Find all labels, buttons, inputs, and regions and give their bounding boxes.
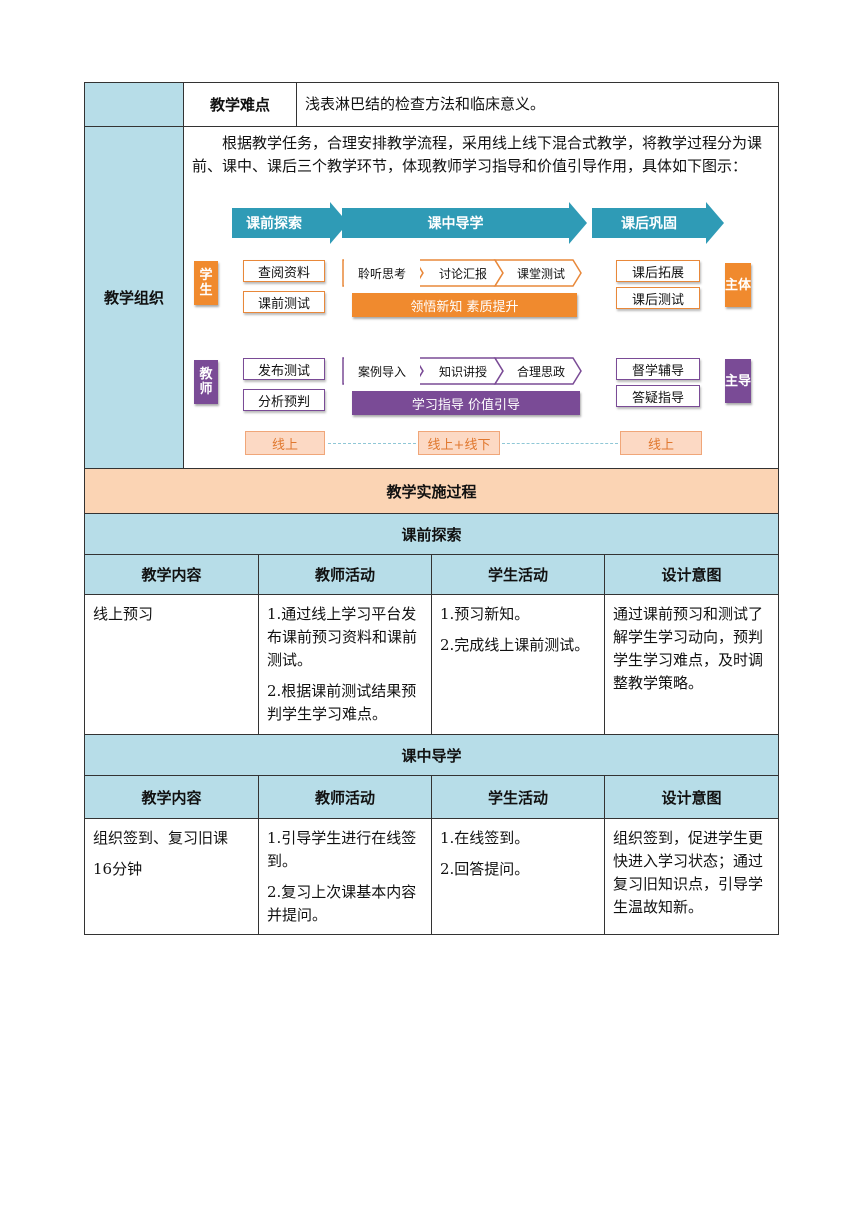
pre-teacher-cell: 1.通过线上学习平台发布课前预习资料和课前测试。 2.根据课前测试结果预判学生学…	[258, 594, 432, 735]
header-content: 教学内容	[84, 554, 259, 595]
in-teacher-2: 2.复习上次课基本内容并提问。	[267, 883, 417, 924]
mode-connector-2	[502, 443, 618, 444]
teacher-post-1: 督学辅导	[616, 358, 700, 380]
student-chevron-3	[493, 259, 582, 287]
phase-pre-arrow: 课前探索	[232, 202, 348, 244]
header-student: 学生活动	[431, 554, 605, 595]
in-content-2: 16分钟	[93, 860, 143, 878]
teacher-in-2: 知识讲授	[438, 364, 487, 379]
teacher-chevron-3	[493, 357, 582, 385]
phase-post-arrow: 课后巩固	[592, 202, 724, 244]
header-teacher-2: 教师活动	[258, 775, 432, 819]
header-student-2: 学生活动	[431, 775, 605, 819]
mode-post: 线上	[620, 431, 702, 455]
left-blank-cell	[84, 82, 184, 127]
org-cell: 根据教学任务，合理安排教学流程，采用线上线下混合式教学，将教学过程分为课前、课中…	[183, 126, 779, 469]
student-bar: 领悟新知 素质提升	[352, 293, 577, 317]
in-teacher-cell: 1.引导学生进行在线签到。 2.复习上次课基本内容并提问。	[258, 818, 432, 935]
org-paragraph: 根据教学任务，合理安排教学流程，采用线上线下混合式教学，将教学过程分为课前、课中…	[192, 134, 763, 175]
teacher-pre-2: 分析预判	[243, 389, 325, 411]
header-teacher: 教师活动	[258, 554, 432, 595]
in-teacher-1: 1.引导学生进行在线签到。	[267, 829, 417, 870]
in-student-1: 1.在线签到。	[440, 829, 530, 847]
pre-student-1: 1.预习新知。	[440, 605, 530, 623]
pre-student-cell: 1.预习新知。 2.完成线上课前测试。	[431, 594, 605, 735]
in-student-2: 2.回答提问。	[440, 860, 530, 878]
student-pre-1: 查阅资料	[243, 260, 325, 282]
phase-post-label: 课后巩固	[621, 216, 677, 232]
teacher-pre-1: 发布测试	[243, 358, 325, 380]
pre-student-2: 2.完成线上课前测试。	[440, 636, 590, 654]
student-post-1: 课后拓展	[616, 260, 700, 282]
process-title: 教学实施过程	[84, 468, 779, 514]
difficulty-text: 浅表淋巴结的检查方法和临床意义。	[296, 82, 779, 127]
in-content-1: 组织签到、复习旧课	[93, 829, 229, 847]
teacher-role-tag: 主导	[725, 359, 751, 403]
difficulty-label: 教学难点	[183, 82, 297, 127]
phase-in-arrow: 课中导学	[342, 202, 587, 244]
org-label: 教学组织	[84, 126, 184, 469]
header-intent-2: 设计意图	[604, 775, 779, 819]
in-intent-text: 组织签到，促进学生更快进入学习状态；通过复习旧知识点，引导学生温故知新。	[613, 829, 764, 916]
pre-content-text: 线上预习	[93, 605, 154, 623]
in-content-cell: 组织签到、复习旧课 16分钟	[84, 818, 259, 935]
in-student-cell: 1.在线签到。 2.回答提问。	[431, 818, 605, 935]
pre-intent-cell: 通过课前预习和测试了解学生学习动向，预判学生学习难点，及时调整教学策略。	[604, 594, 779, 735]
student-pre-2: 课前测试	[243, 291, 325, 313]
student-post-2: 课后测试	[616, 287, 700, 309]
pre-content-cell: 线上预习	[84, 594, 259, 735]
teaching-flow-diagram: 课前探索 课中导学 课后巩固 学生 查阅资料 课前测试 聆听思考 讨论汇报 课堂…	[192, 202, 768, 465]
section-in-title: 课中导学	[84, 734, 779, 776]
student-in-1: 聆听思考	[344, 259, 420, 287]
student-tag: 学生	[194, 261, 218, 305]
pre-teacher-2: 2.根据课前测试结果预判学生学习难点。	[267, 682, 417, 723]
header-content-2: 教学内容	[84, 775, 259, 819]
mode-pre: 线上	[245, 431, 325, 455]
phase-in-label: 课中导学	[427, 216, 484, 232]
header-intent: 设计意图	[604, 554, 779, 595]
teacher-tag: 教师	[194, 360, 218, 404]
teacher-in-3: 合理思政	[516, 364, 565, 379]
student-role-tag: 主体	[725, 263, 751, 307]
in-intent-cell: 组织签到，促进学生更快进入学习状态；通过复习旧知识点，引导学生温故知新。	[604, 818, 779, 935]
pre-teacher-1: 1.通过线上学习平台发布课前预习资料和课前测试。	[267, 605, 418, 669]
teacher-in-1: 案例导入	[344, 357, 420, 385]
teacher-bar: 学习指导 价值引导	[352, 391, 580, 415]
student-in-2: 讨论汇报	[438, 266, 487, 281]
section-pre-title: 课前探索	[84, 513, 779, 555]
mode-in: 线上+线下	[418, 431, 500, 455]
pre-intent-text: 通过课前预习和测试了解学生学习动向，预判学生学习难点，及时调整教学策略。	[613, 605, 764, 692]
student-in-3: 课堂测试	[516, 266, 565, 281]
teacher-post-2: 答疑指导	[616, 385, 700, 407]
mode-connector-1	[328, 443, 416, 444]
